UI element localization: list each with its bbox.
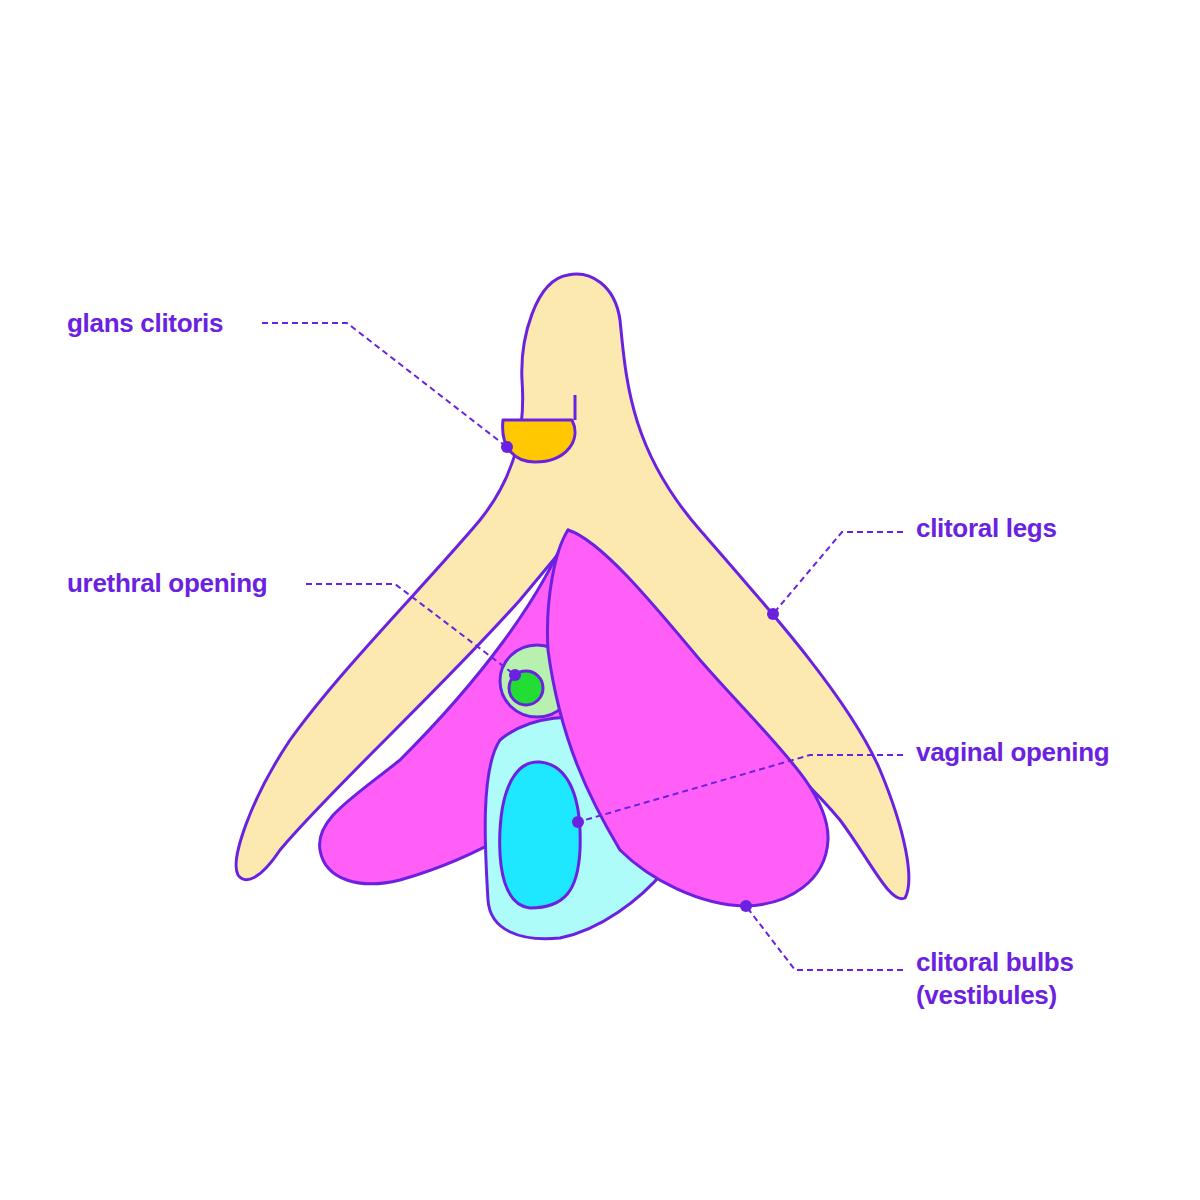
leader-dot [740,900,752,912]
vaginal-hole [500,762,581,908]
leader-line [306,584,515,675]
leader-dot [509,669,521,681]
glans-fold-line [574,395,577,420]
leader-line [262,323,507,447]
part-label: glans clitoris [67,307,223,340]
right-bulb [547,530,828,906]
part-label: vaginal opening [916,736,1109,769]
leader-dot [767,608,779,620]
leader-line [578,755,903,822]
glans-shape [503,420,575,462]
leader-dot [572,816,584,828]
leader-line [746,906,903,970]
part-label: clitoral bulbs (vestibules) [916,946,1156,1012]
part-label: urethral opening [67,567,267,600]
part-label: clitoral legs [916,512,1057,545]
leader-line [773,532,903,614]
leader-dot [501,441,513,453]
